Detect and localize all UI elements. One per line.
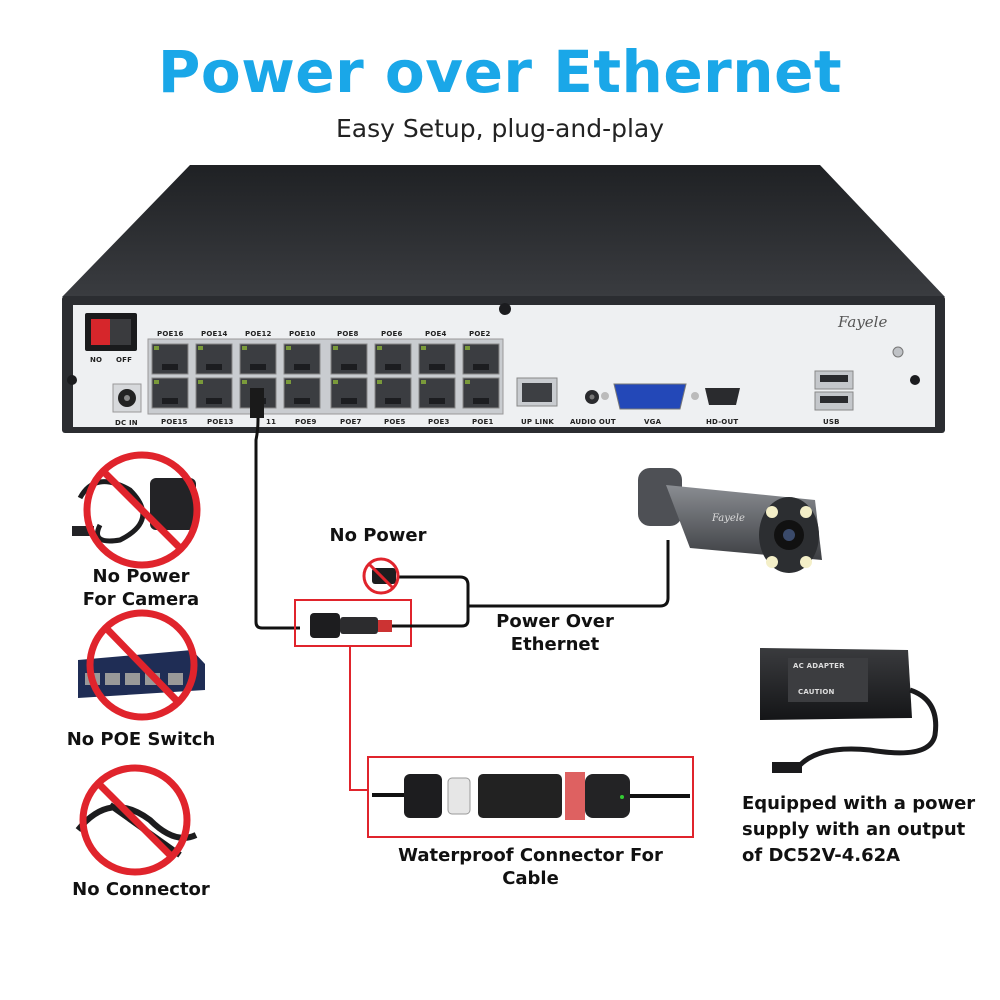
connector-highlight-box <box>294 599 412 647</box>
no-connector-label: No Connector <box>72 879 210 900</box>
no-poe-switch-label: No POE Switch <box>66 729 216 750</box>
bullet-camera <box>638 468 822 573</box>
page-subtitle: Easy Setup, plug-and-play <box>335 114 665 143</box>
uplink-label: UP LINK <box>521 418 554 426</box>
port-label: POE6 <box>381 330 403 338</box>
port-label: POE9 <box>295 418 317 426</box>
port-label: POE3 <box>428 418 450 426</box>
port-label: POE16 <box>157 330 184 338</box>
switch-on-label: NO <box>90 356 103 364</box>
no-connector-icon <box>75 764 198 876</box>
power-adapter <box>760 648 939 773</box>
vga-label: VGA <box>644 418 662 426</box>
dc-in-label: DC IN <box>115 419 138 427</box>
adapter-caution: CAUTION <box>798 688 835 696</box>
hd-out-label: HD-OUT <box>706 418 739 426</box>
audio-out-label: AUDIO OUT <box>570 418 616 426</box>
port-label: POE8 <box>337 330 359 338</box>
no-power-prohibition-icon <box>362 557 400 595</box>
port-label: POE5 <box>384 418 406 426</box>
ethernet-cable <box>254 395 300 630</box>
port-label: POE2 <box>469 330 491 338</box>
port-label: 11 <box>266 418 277 426</box>
port-label: POE10 <box>289 330 316 338</box>
usb-label: USB <box>823 418 840 426</box>
camera-brand-logo: Fayele <box>712 513 745 524</box>
switch-off-label: OFF <box>116 356 133 364</box>
no-power-adapter-icon <box>72 451 201 569</box>
port-label: POE12 <box>245 330 272 338</box>
nvr-device <box>62 165 945 433</box>
port-label: POE13 <box>207 418 234 426</box>
waterproof-highlight-box <box>367 756 694 838</box>
power-over-ethernet-label: Power Over Ethernet <box>496 611 614 655</box>
power-supply-label: Equipped with a power supply with an out… <box>742 793 976 866</box>
port-label: POE14 <box>201 330 228 338</box>
port-label: POE4 <box>425 330 447 338</box>
no-power-camera-label: No Power For Camera <box>82 566 200 610</box>
no-power-label: No Power <box>329 525 427 546</box>
rj45-port <box>195 343 233 375</box>
port-label: POE1 <box>472 418 494 426</box>
port-label: POE15 <box>161 418 188 426</box>
nvr-brand-logo: Fayele <box>838 313 888 331</box>
page-title: Power over Ethernet <box>157 38 843 106</box>
adapter-label: AC ADAPTER <box>793 662 845 670</box>
no-poe-switch-icon <box>78 609 205 721</box>
waterproof-connector-label: Waterproof Connector For Cable <box>398 845 663 889</box>
port-label: POE7 <box>340 418 362 426</box>
